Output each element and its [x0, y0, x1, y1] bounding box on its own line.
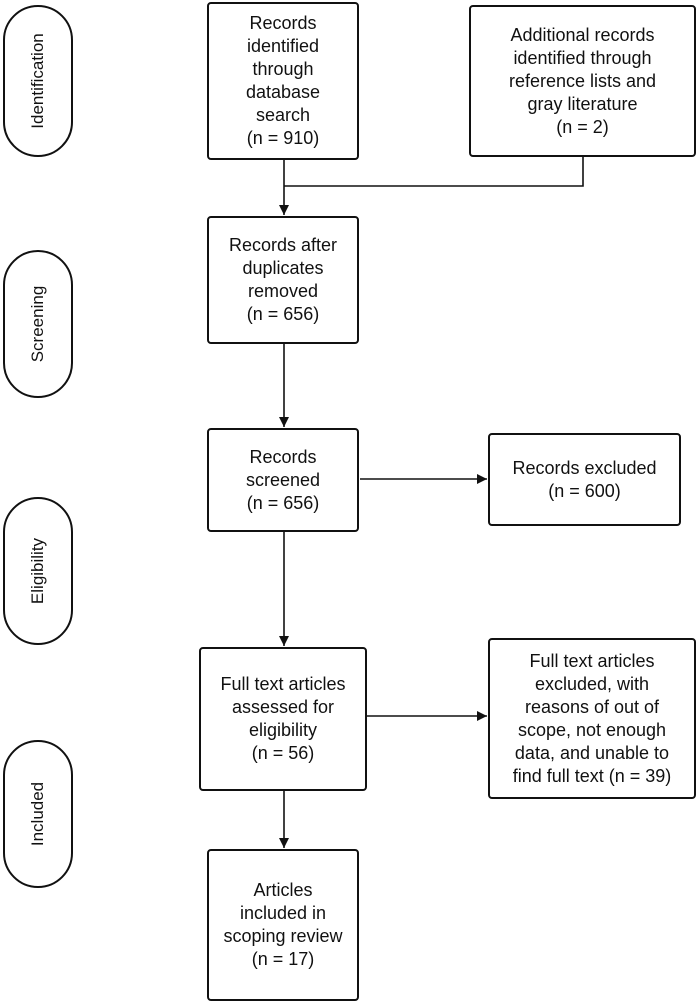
arrow-additional-to-duplicates [284, 157, 584, 187]
stage-screening: Screening [3, 250, 73, 398]
box-additional-records: Additional records identified through re… [469, 5, 696, 157]
box-full-text-assessed: Full text articles assessed for eligibil… [199, 647, 367, 791]
stage-identification: Identification [3, 5, 73, 157]
box-records-identified-database: Records identified through database sear… [207, 2, 359, 160]
box-records-after-duplicates: Records after duplicates removed (n = 65… [207, 216, 359, 344]
stage-eligibility: Eligibility [3, 497, 73, 645]
box-records-screened: Records screened (n = 656) [207, 428, 359, 532]
box-full-text-excluded: Full text articles excluded, with reason… [488, 638, 696, 799]
box-records-excluded: Records excluded (n = 600) [488, 433, 681, 526]
box-articles-included: Articles included in scoping review (n =… [207, 849, 359, 1001]
stage-included: Included [3, 740, 73, 888]
